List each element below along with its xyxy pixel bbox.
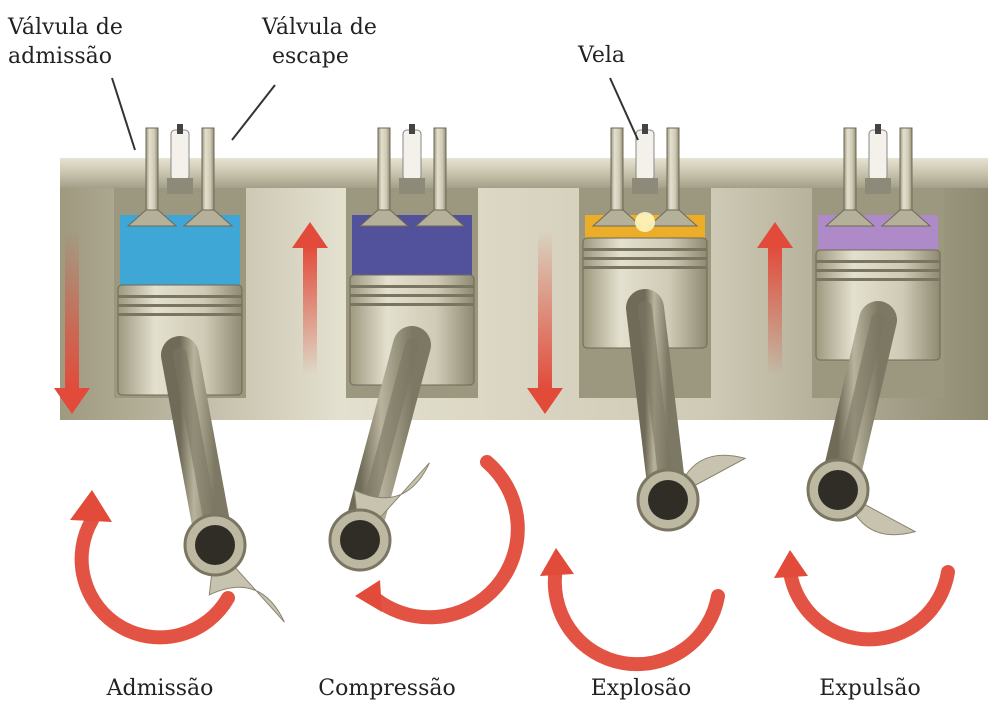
piston-ring [816, 278, 940, 281]
spark-plug-base [865, 178, 891, 194]
piston-ring [816, 260, 940, 263]
piston-ring [350, 285, 474, 288]
piston-ring [816, 269, 940, 272]
exhaust-valve-leader [232, 85, 275, 140]
stage-label-expulsao: Expulsão [770, 676, 970, 701]
spark-plug-tip [642, 124, 648, 134]
crankpin-hole [195, 525, 235, 565]
piston-ring [350, 294, 474, 297]
rotation-arrow-head [355, 580, 382, 612]
spark-plug-tip [409, 124, 415, 134]
exhaust-valve-label: Válvula de escape [262, 14, 377, 71]
stage-label-compressao: Compressão [287, 676, 487, 701]
spark-plug [636, 130, 654, 180]
stage-label-explosao: Explosão [541, 676, 741, 701]
crank-rotation-arrow [790, 572, 948, 639]
stage-label-admissao: Admissão [60, 676, 260, 701]
piston-ring [350, 303, 474, 306]
exhaust-valve [202, 128, 214, 220]
piston-down-arrow [65, 230, 79, 390]
crankpin-hole [648, 480, 688, 520]
spark-plug-base [399, 178, 425, 194]
spark-plug [869, 130, 887, 180]
intake-valve-label-line2: admissão [8, 43, 123, 72]
intake-valve-label-line1: Válvula de [8, 14, 123, 43]
spark-plug [171, 130, 189, 180]
exhaust-valve [667, 128, 679, 220]
spark-plug-base [632, 178, 658, 194]
crankpin-hole [340, 520, 380, 560]
spark-plug [403, 130, 421, 180]
piston-up-arrow [768, 245, 782, 375]
rotation-arrow-head [540, 548, 574, 576]
exhaust-valve-label-line2: escape [262, 43, 377, 72]
spark-plug-base [167, 178, 193, 194]
piston-ring [583, 257, 707, 260]
intake-valve-label: Válvula de admissão [8, 14, 123, 71]
exhaust-valve-label-line1: Válvula de [262, 14, 377, 43]
spark-plug-tip [875, 124, 881, 134]
piston-ring [583, 248, 707, 251]
spark-plug-tip [177, 124, 183, 134]
piston-ring [118, 295, 242, 298]
intake-valve [611, 128, 623, 220]
exhaust-valve [900, 128, 912, 220]
intake-valve [844, 128, 856, 220]
intake-valve-leader [112, 78, 135, 150]
exhaust-valve [434, 128, 446, 220]
piston-ring [118, 304, 242, 307]
spark-flash [635, 212, 655, 232]
crank-rotation-arrow [555, 568, 718, 664]
cylinder-2 [330, 124, 478, 570]
rotation-arrow-head [70, 490, 112, 522]
piston-ring [118, 313, 242, 316]
crankpin-hole [818, 470, 858, 510]
intake-valve [378, 128, 390, 220]
rotation-arrow-head [774, 550, 808, 578]
spark-plug-label: Vela [578, 42, 625, 71]
piston-up-arrow [303, 245, 317, 375]
piston-ring [583, 266, 707, 269]
piston-down-arrow [538, 230, 552, 390]
intake-valve [146, 128, 158, 220]
